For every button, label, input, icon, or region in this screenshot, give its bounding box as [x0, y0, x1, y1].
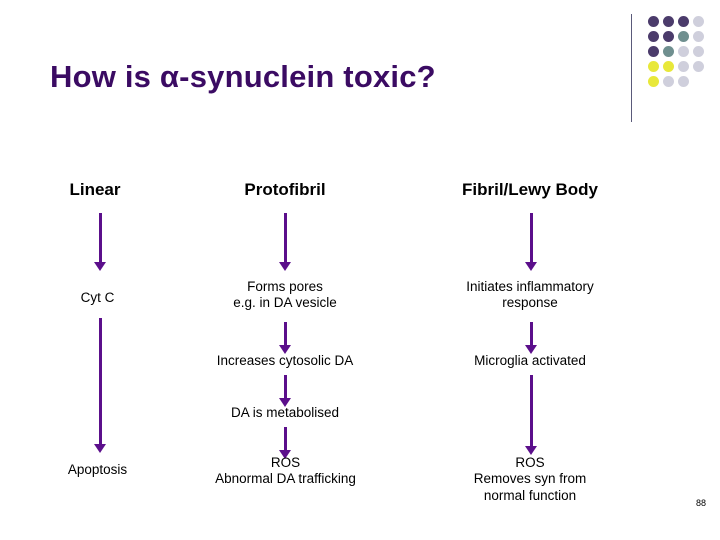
- dot-grid-decoration: [648, 16, 710, 94]
- decorative-dot: [663, 46, 674, 57]
- arrow-forms-pores-to-increases-cytosolic-da: [277, 322, 293, 354]
- page-title: How is α-synuclein toxic?: [50, 59, 436, 94]
- arrow-linear-to-cytc: [92, 213, 108, 271]
- decorative-dot: [663, 76, 674, 87]
- decorative-dot: [678, 46, 689, 57]
- column-header-fibril-lewy-body: Fibril/Lewy Body: [461, 180, 599, 199]
- arrow-fibril-to-inflammatory-response: [523, 213, 539, 271]
- node-da-is-metabolised: DA is metabolised: [230, 405, 340, 420]
- decorative-dot: [648, 16, 659, 27]
- decorative-dot: [678, 16, 689, 27]
- decorative-dot: [648, 76, 659, 87]
- title-divider-rule: [631, 14, 632, 122]
- arrow-cytc-to-apoptosis: [92, 318, 108, 453]
- decorative-dot: [648, 61, 659, 72]
- column-header-linear: Linear: [69, 180, 121, 199]
- node-cyt-c: Cyt C: [80, 290, 115, 305]
- decorative-dot: [693, 61, 704, 72]
- arrow-da-metabolised-to-ros: [277, 427, 293, 459]
- decorative-dot: [648, 31, 659, 42]
- arrow-microglia-to-ros: [523, 375, 539, 455]
- decorative-dot: [648, 46, 659, 57]
- arrow-increases-cytosolic-da-to-da-metabolised: [277, 375, 293, 407]
- arrow-protofibril-to-forms-pores: [277, 213, 293, 271]
- page-number: 88: [695, 498, 706, 508]
- decorative-dot: [663, 61, 674, 72]
- arrow-inflammatory-to-microglia: [523, 322, 539, 354]
- decorative-dot: [693, 46, 704, 57]
- decorative-dot: [693, 31, 704, 42]
- decorative-dot: [663, 16, 674, 27]
- decorative-dot: [678, 61, 689, 72]
- node-microglia-activated: Microglia activated: [474, 353, 586, 368]
- decorative-dot: [678, 31, 689, 42]
- decorative-dot: [693, 16, 704, 27]
- column-header-protofibril: Protofibril: [244, 180, 326, 199]
- node-increases-cytosolic-da: Increases cytosolic DA: [216, 353, 354, 368]
- decorative-dot: [678, 76, 689, 87]
- decorative-dot: [663, 31, 674, 42]
- node-apoptosis: Apoptosis: [67, 462, 128, 477]
